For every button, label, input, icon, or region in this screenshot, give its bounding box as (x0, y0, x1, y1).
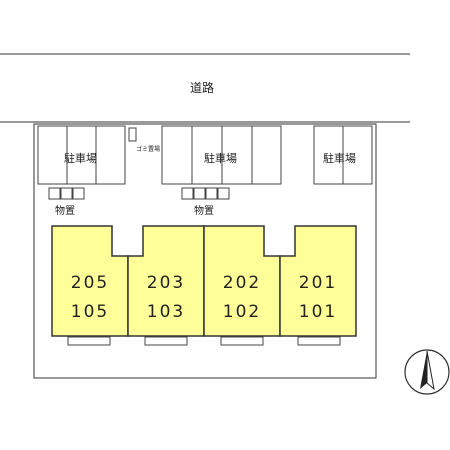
storage-label-1: 物置 (55, 206, 75, 217)
road-label: 道路 (190, 81, 215, 95)
entry-step (220, 336, 264, 346)
storage-label-2: 物置 (194, 206, 214, 217)
storage-sheds-2 (181, 187, 230, 200)
unit-number-upper: 202 (222, 273, 262, 293)
unit-201-101 (279, 225, 357, 337)
unit-number-upper: 203 (146, 273, 186, 293)
entry-step (67, 336, 111, 346)
parking-lot-2 (161, 125, 282, 185)
unit-number-lower: 101 (298, 302, 338, 322)
parking-lot-1 (37, 125, 126, 185)
entry-step (144, 336, 188, 346)
unit-number-upper: 205 (70, 273, 110, 293)
storage-sheds-1 (48, 187, 85, 200)
site-boundary (33, 123, 377, 379)
parking-label-3: 駐車場 (323, 152, 356, 165)
unit-number-lower: 105 (70, 302, 110, 322)
unit-number-lower: 103 (146, 302, 186, 322)
entry-step (297, 336, 341, 346)
parking-lot-3 (313, 125, 373, 185)
garbage-station (128, 127, 137, 142)
unit-number-upper: 201 (298, 273, 338, 293)
unit-number-lower: 102 (222, 302, 262, 322)
parking-label-1: 駐車場 (64, 152, 97, 165)
north-arrow-icon (404, 349, 450, 395)
garbage-label: ゴミ置場 (136, 146, 161, 153)
parking-label-2: 駐車場 (204, 152, 237, 165)
